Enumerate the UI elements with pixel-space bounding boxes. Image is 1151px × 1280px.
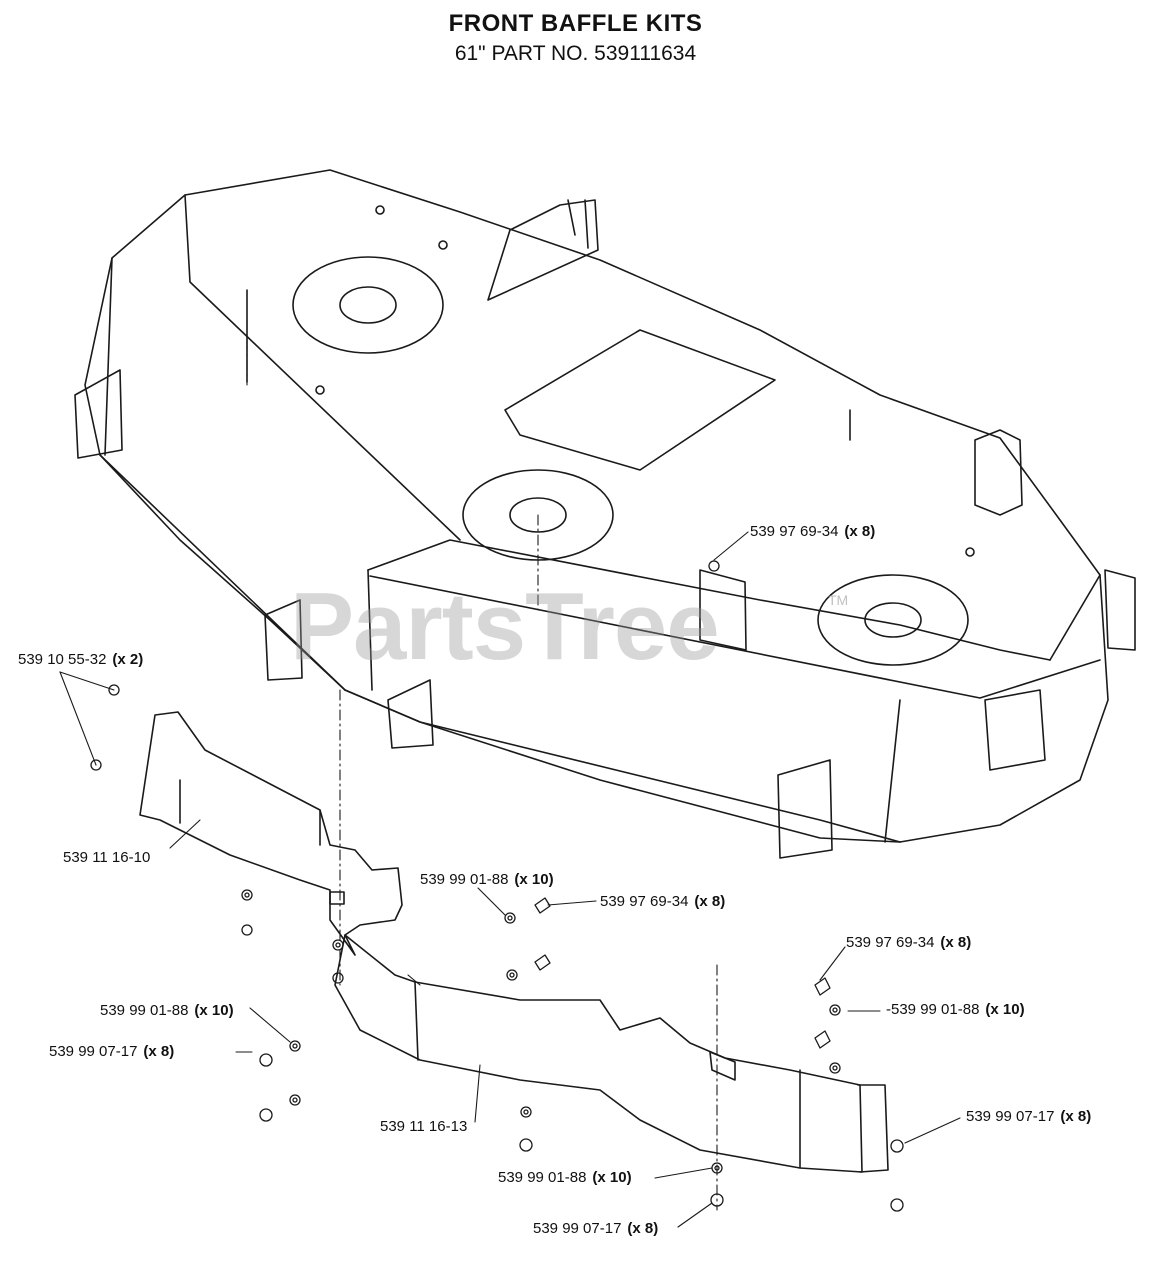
callout-washer-539-99-01-88-bottom[interactable]: 539 99 01-88 (x 10) (498, 1169, 632, 1187)
callout-qty: (x 8) (1060, 1108, 1092, 1125)
callout-bolt-539-97-69-34-right[interactable]: 539 97 69-34 (x 8) (846, 934, 971, 952)
callout-left-baffle[interactable]: 539 11 16-10 (63, 849, 150, 867)
callout-qty: (x 8) (627, 1220, 659, 1237)
callout-qty: (x 8) (844, 523, 876, 540)
callout-bolt-539-97-69-34-deck[interactable]: 539 97 69-34 (x 8) (750, 523, 875, 541)
callout-lower-baffle[interactable]: 539 11 16-13 (380, 1118, 467, 1136)
callout-washer-539-99-01-88-upper[interactable]: 539 99 01-88 (x 10) (420, 871, 554, 889)
page-subtitle: 61" PART NO. 539111634 (454, 42, 697, 65)
callout-part: 539 11 16-13 (380, 1118, 468, 1135)
callout-part: 539 99 01-88 (100, 1002, 189, 1019)
callout-qty: (x 2) (112, 651, 144, 668)
callout-bolt-539-97-69-34-middle[interactable]: 539 97 69-34 (x 8) (600, 893, 725, 911)
watermark-logo: PartsTree (290, 573, 720, 680)
callout-part: 539 99 01-88 (420, 871, 509, 888)
mower-deck (74, 169, 1136, 859)
callout-nut-539-99-07-17-left[interactable]: 539 99 07-17 (x 8) (49, 1043, 174, 1061)
callout-part: 539 10 55-32 (18, 651, 107, 668)
lower-baffle (334, 934, 889, 1173)
callout-part: 539 99 07-17 (49, 1043, 138, 1060)
callout-washer-539-99-01-88-left[interactable]: 539 99 01-88 (x 10) (100, 1002, 234, 1020)
callout-part: 539 99 07-17 (533, 1220, 622, 1237)
callout-washer-539-99-01-88-right[interactable]: -539 99 01-88 (x 10) (886, 1001, 1025, 1019)
callout-qty: (x 8) (694, 893, 726, 910)
callout-part: 539 97 69-34 (750, 523, 839, 540)
callout-part: 539 97 69-34 (600, 893, 689, 910)
callout-qty: (x 10) (592, 1169, 632, 1186)
watermark-trademark: TM (828, 592, 849, 608)
callout-part: 539 11 16-10 (63, 849, 151, 866)
callout-part: -539 99 01-88 (886, 1001, 980, 1018)
callout-qty: (x 10) (985, 1001, 1025, 1018)
callout-qty: (x 8) (143, 1043, 175, 1060)
callout-bolt-539-10-55-32[interactable]: 539 10 55-32 (x 2) (18, 651, 143, 669)
page-title: FRONT BAFFLE KITS (448, 10, 703, 37)
callout-qty: (x 8) (940, 934, 972, 951)
callout-qty: (x 10) (194, 1002, 234, 1019)
callout-nut-539-99-07-17-bottom[interactable]: 539 99 07-17 (x 8) (533, 1220, 658, 1238)
callout-part: 539 97 69-34 (846, 934, 935, 951)
callout-nut-539-99-07-17-right[interactable]: 539 99 07-17 (x 8) (966, 1108, 1091, 1126)
left-baffle (139, 711, 403, 956)
callout-part: 539 99 01-88 (498, 1169, 587, 1186)
callout-qty: (x 10) (514, 871, 554, 888)
callout-part: 539 99 07-17 (966, 1108, 1055, 1125)
